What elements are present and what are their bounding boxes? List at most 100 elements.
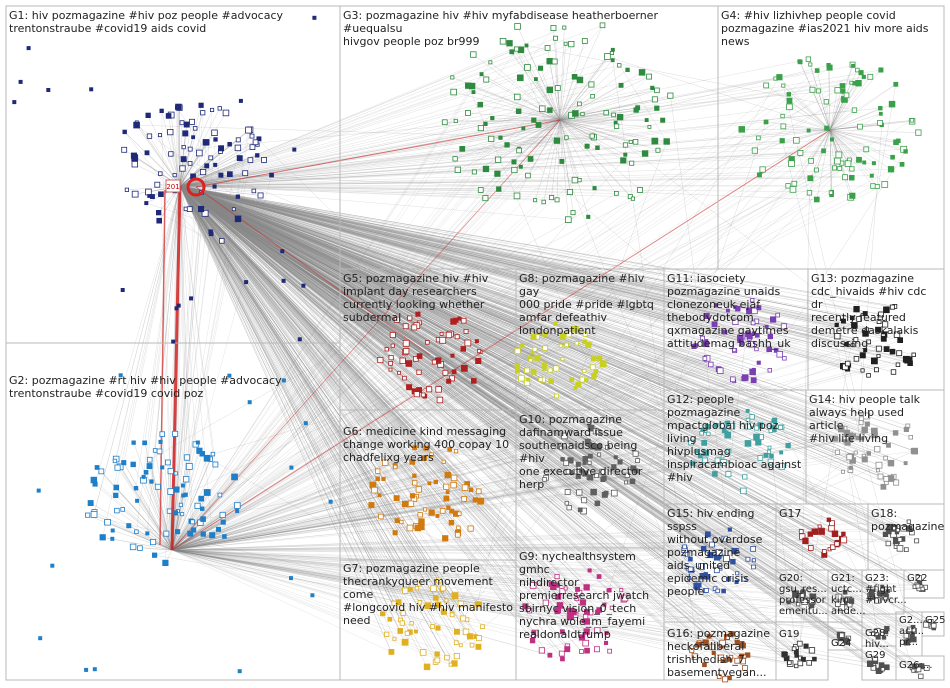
node[interactable] <box>635 105 641 111</box>
node[interactable] <box>518 164 523 169</box>
node[interactable] <box>610 58 615 62</box>
node[interactable] <box>18 79 23 84</box>
node[interactable] <box>763 119 769 125</box>
node[interactable] <box>632 139 639 145</box>
node[interactable] <box>564 342 569 348</box>
node[interactable] <box>821 148 826 154</box>
node[interactable] <box>126 523 132 529</box>
node[interactable] <box>249 133 255 139</box>
node[interactable] <box>426 386 433 393</box>
node[interactable] <box>194 502 201 509</box>
node[interactable] <box>443 483 450 490</box>
node[interactable] <box>660 117 666 123</box>
node[interactable] <box>182 476 190 483</box>
node[interactable] <box>403 348 410 355</box>
node[interactable] <box>822 549 827 554</box>
node[interactable] <box>256 136 262 142</box>
node[interactable] <box>780 123 787 130</box>
node[interactable] <box>434 657 441 664</box>
node[interactable] <box>180 483 185 488</box>
node[interactable] <box>562 25 567 30</box>
node[interactable] <box>849 80 854 85</box>
node[interactable] <box>456 525 461 530</box>
node[interactable] <box>428 509 435 516</box>
node[interactable] <box>849 174 855 181</box>
node[interactable] <box>853 356 860 362</box>
node[interactable] <box>475 643 482 650</box>
node[interactable] <box>584 143 590 149</box>
node[interactable] <box>518 374 525 382</box>
node[interactable] <box>573 385 578 390</box>
node[interactable] <box>595 145 600 150</box>
node[interactable] <box>238 98 243 103</box>
node[interactable] <box>514 23 521 30</box>
node[interactable] <box>181 144 186 150</box>
node[interactable] <box>475 357 482 364</box>
node[interactable] <box>121 460 127 466</box>
node[interactable] <box>604 640 609 645</box>
node[interactable] <box>446 505 451 510</box>
node[interactable] <box>878 662 885 668</box>
node[interactable] <box>155 209 162 216</box>
node[interactable] <box>840 536 848 544</box>
node[interactable] <box>112 458 118 464</box>
node[interactable] <box>525 172 531 179</box>
node[interactable] <box>189 296 194 301</box>
node[interactable] <box>797 149 804 156</box>
node[interactable] <box>244 280 249 285</box>
node[interactable] <box>406 384 413 391</box>
node[interactable] <box>469 642 475 648</box>
node[interactable] <box>231 473 238 481</box>
node[interactable] <box>375 476 380 481</box>
node[interactable] <box>524 367 530 374</box>
node[interactable] <box>368 502 375 509</box>
node[interactable] <box>516 147 522 154</box>
node[interactable] <box>187 160 193 166</box>
node[interactable] <box>911 352 916 357</box>
node[interactable] <box>218 145 224 152</box>
node[interactable] <box>218 172 224 178</box>
node[interactable] <box>226 171 233 177</box>
node[interactable] <box>407 500 415 507</box>
node[interactable] <box>142 440 147 446</box>
node[interactable] <box>841 531 846 537</box>
node[interactable] <box>172 430 179 437</box>
node[interactable] <box>580 111 585 117</box>
node[interactable] <box>406 524 414 532</box>
node[interactable] <box>113 484 120 491</box>
node[interactable] <box>461 496 467 502</box>
node[interactable] <box>172 510 178 516</box>
node[interactable] <box>823 99 829 105</box>
node[interactable] <box>826 517 831 522</box>
node[interactable] <box>781 83 786 88</box>
node[interactable] <box>896 545 904 552</box>
node[interactable] <box>242 170 249 177</box>
node[interactable] <box>564 646 571 653</box>
node[interactable] <box>812 656 817 662</box>
node[interactable] <box>179 120 185 126</box>
node[interactable] <box>883 455 888 461</box>
node[interactable] <box>903 149 908 154</box>
node[interactable] <box>179 165 186 172</box>
node[interactable] <box>909 118 915 123</box>
node[interactable] <box>159 108 164 113</box>
node[interactable] <box>890 154 895 160</box>
node[interactable] <box>789 186 797 193</box>
node[interactable] <box>454 334 460 340</box>
node[interactable] <box>843 92 850 99</box>
node[interactable] <box>893 139 899 146</box>
node[interactable] <box>173 471 178 476</box>
node[interactable] <box>814 196 820 203</box>
node[interactable] <box>903 461 908 466</box>
node[interactable] <box>145 531 150 536</box>
node[interactable] <box>390 343 395 348</box>
node[interactable] <box>511 159 517 165</box>
node[interactable] <box>885 540 891 547</box>
node[interactable] <box>834 157 841 165</box>
node[interactable] <box>409 493 416 499</box>
node[interactable] <box>114 464 121 471</box>
node[interactable] <box>877 120 883 126</box>
node[interactable] <box>842 174 848 181</box>
node[interactable] <box>586 214 591 219</box>
node[interactable] <box>920 586 925 592</box>
